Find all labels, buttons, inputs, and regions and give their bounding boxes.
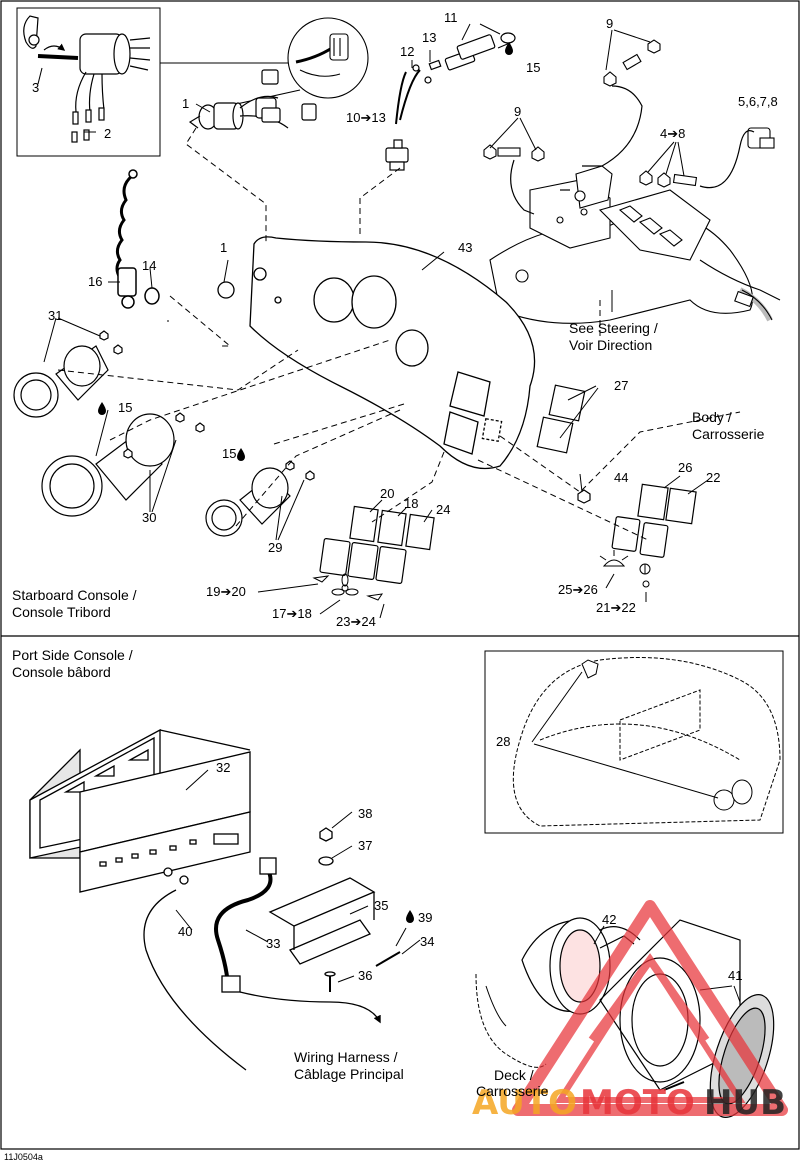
power-outlet-detail xyxy=(512,657,781,827)
steering-bracket-assembly xyxy=(485,165,781,324)
callout-13: 13 xyxy=(422,30,436,45)
callout-31: 31 xyxy=(48,308,62,323)
safety-lanyard xyxy=(115,169,160,309)
callout-1-b: 1 xyxy=(220,240,227,255)
ignition-switch-detail xyxy=(23,15,151,143)
callout-20: 20 xyxy=(380,486,394,501)
power-outlet-detail-box xyxy=(484,650,784,834)
callout-30: 30 xyxy=(142,510,156,525)
callout-15-c: 15 xyxy=(222,446,236,461)
callout-19-to-20: 19➔20 xyxy=(206,584,246,599)
callout-40: 40 xyxy=(178,924,192,939)
caption-steering-1: See Steering / xyxy=(569,320,658,336)
callout-29: 29 xyxy=(268,540,282,555)
switch-symbols xyxy=(312,550,651,601)
oil-drop-icon xyxy=(98,42,513,923)
figure-code: 11J0504a xyxy=(4,1152,43,1162)
caption-port-2: Console bâbord xyxy=(12,664,111,680)
caption-harness-2: Câblage Principal xyxy=(294,1066,404,1082)
caption-starboard-2: Console Tribord xyxy=(12,604,111,620)
gauge-30 xyxy=(41,412,205,517)
harness-cables xyxy=(143,857,381,1071)
callout-27: 27 xyxy=(614,378,628,393)
watermark-hub: HUB xyxy=(704,1083,786,1123)
leader-lines xyxy=(37,23,709,619)
callout-26: 26 xyxy=(678,460,692,475)
callout-25-to-26: 25➔26 xyxy=(558,582,598,597)
callout-1: 1 xyxy=(182,96,189,111)
callout-44: 44 xyxy=(614,470,628,485)
caption-body-1: Body / xyxy=(692,409,732,425)
gauge-31 xyxy=(13,330,123,418)
callout-38: 38 xyxy=(358,806,372,821)
callout-23-to-24: 23➔24 xyxy=(336,614,376,629)
callout-15-b: 15 xyxy=(118,400,132,415)
caption-starboard-1: Starboard Console / xyxy=(12,587,137,603)
callout-33: 33 xyxy=(266,936,280,951)
caption-deck-1: Deck / xyxy=(494,1067,534,1083)
stereo-unit xyxy=(29,728,251,893)
callout-15-a: 15 xyxy=(526,60,540,75)
decals xyxy=(349,384,697,551)
callout-18: 18 xyxy=(404,496,418,511)
callout-36: 36 xyxy=(358,968,372,983)
callout-28: 28 xyxy=(496,734,510,749)
rocker-switches xyxy=(319,516,669,584)
callout-11: 11 xyxy=(444,10,458,25)
callout-12: 12 xyxy=(400,44,414,59)
ignition-detail-box xyxy=(16,7,161,157)
callout-10-to-13: 10➔13 xyxy=(346,110,386,125)
watermark-moto: MOTO xyxy=(580,1083,695,1123)
caption-deck-2: Carrosserie xyxy=(476,1083,549,1099)
callout-43: 43 xyxy=(458,240,472,255)
callout-9-b: 9 xyxy=(514,104,521,119)
wire-lines xyxy=(510,85,755,215)
gauge-29 xyxy=(205,460,315,537)
callout-17-to-18: 17➔18 xyxy=(272,606,312,621)
connector-zoom-detail xyxy=(160,17,369,106)
callout-22: 22 xyxy=(706,470,720,485)
mounting-bracket xyxy=(268,827,401,992)
callout-5678: 5,6,7,8 xyxy=(738,94,778,109)
caption-harness-1: Wiring Harness / xyxy=(294,1049,398,1065)
callout-24: 24 xyxy=(436,502,450,517)
callout-3: 3 xyxy=(32,80,39,95)
callout-34: 34 xyxy=(420,934,434,949)
callout-21-to-22: 21➔22 xyxy=(596,600,636,615)
dashed-leaders xyxy=(57,127,741,541)
callout-35: 35 xyxy=(374,898,388,913)
watermark-logo xyxy=(512,900,788,1116)
callout-41: 41 xyxy=(728,968,742,983)
caption-port-1: Port Side Console / xyxy=(12,647,133,663)
caption-body-2: Carrosserie xyxy=(692,426,765,442)
callout-32: 32 xyxy=(216,760,230,775)
callout-4-to-8: 4➔8 xyxy=(660,126,685,141)
starboard-console-panel xyxy=(217,236,536,470)
callout-9-a: 9 xyxy=(606,16,613,31)
callout-42: 42 xyxy=(602,912,616,927)
callout-39: 39 xyxy=(418,910,432,925)
bolts-nuts xyxy=(483,39,775,188)
ignition-switch xyxy=(188,69,317,130)
deck-line xyxy=(475,973,547,1068)
callout-2: 2 xyxy=(104,126,111,141)
callout-16: 16 xyxy=(88,274,102,289)
watermark-auto: AUTO xyxy=(472,1083,577,1123)
switch-assembly xyxy=(385,32,516,171)
caption-steering-2: Voir Direction xyxy=(569,337,652,353)
callout-14: 14 xyxy=(142,258,156,273)
callout-37: 37 xyxy=(358,838,372,853)
